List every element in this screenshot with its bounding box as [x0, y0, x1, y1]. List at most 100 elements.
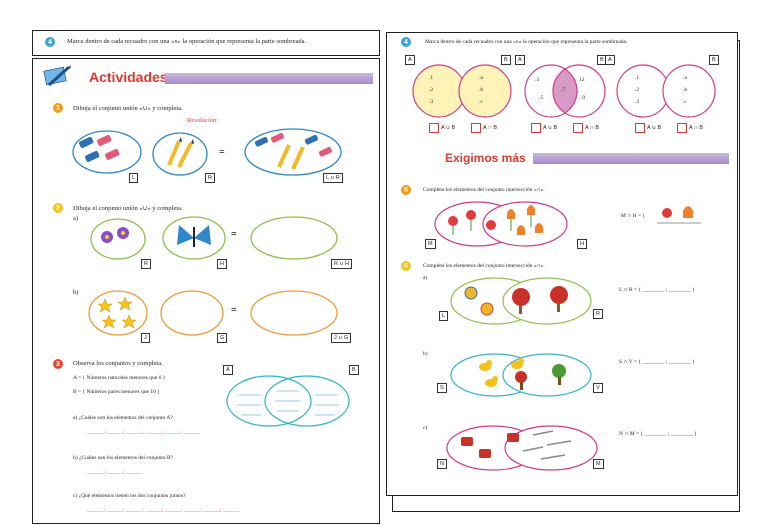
union-jg-venn — [250, 290, 338, 336]
question: b) ¿Cuáles son los elementos del conjunt… — [73, 455, 174, 461]
eraser-icon — [254, 132, 332, 157]
set-label: B — [349, 365, 359, 375]
set-label: L — [129, 173, 139, 183]
option-union[interactable]: A ∪ B — [531, 123, 557, 133]
option-label: A ∩ B — [483, 125, 498, 131]
set-label: L — [439, 311, 449, 321]
option-union[interactable]: A ∪ B — [429, 123, 455, 133]
answer-prompt: M ∩ H = { — [621, 213, 646, 219]
part-label: a) — [423, 275, 428, 281]
venn-diagram-3 — [616, 64, 716, 118]
part-label: b) — [73, 289, 79, 296]
set-element: .1 — [429, 75, 434, 81]
set-label: R — [593, 309, 603, 319]
paddle-icon — [512, 286, 568, 314]
answer-prompt[interactable]: L ∩ R = { ________ ; ________ } — [619, 287, 695, 293]
option-intersection[interactable]: A ∩ B — [677, 123, 703, 133]
checkbox[interactable] — [429, 123, 439, 133]
option-intersection[interactable]: A ∩ B — [573, 123, 599, 133]
set-label: H — [217, 259, 227, 269]
exercise-number: 4 — [45, 37, 55, 47]
exercise-number: 3 — [53, 359, 63, 369]
checkbox[interactable] — [471, 123, 481, 133]
checkbox[interactable] — [531, 123, 541, 133]
right-page: 4 Marca dentro de cada recuadro con una … — [386, 32, 738, 496]
answer-prompt[interactable]: S ∩ V = { ________ ; ________ } — [619, 359, 695, 365]
option-label: A ∪ B — [647, 125, 662, 131]
set-element: .c — [479, 99, 483, 105]
venn-diagram-1 — [412, 64, 512, 118]
pencil-icon — [277, 144, 305, 170]
set-label: J ∪ G — [331, 333, 352, 343]
answer-blanks[interactable]: ______; ______; ______ — [87, 469, 143, 475]
checkbox[interactable] — [635, 123, 645, 133]
option-label: A ∪ B — [441, 125, 456, 131]
star-icon — [97, 296, 137, 329]
exercise-number: 4 — [401, 37, 411, 47]
set-element: .b — [479, 87, 484, 93]
heading-bar — [165, 73, 373, 84]
exercise-instruction: Marca dentro de cada recuadro con una «x… — [425, 39, 628, 45]
set-element: .b — [683, 87, 688, 93]
heading-bar — [533, 153, 729, 164]
answer-prompt[interactable]: N ∩ M = { ________ ; ________ } — [619, 431, 697, 437]
venn-diagram-mh — [434, 201, 568, 247]
eraser-icon — [79, 134, 120, 162]
set-label: A — [605, 55, 615, 65]
part-label: a) — [73, 215, 79, 222]
pencil-icon — [167, 137, 194, 168]
back-sheet-left: 4 Marca dentro de cada recuadro con una … — [32, 30, 380, 56]
answer-figures[interactable] — [657, 203, 701, 225]
butterfly-icon — [177, 225, 211, 247]
exercise-instruction: Completa los elementos del conjunto inte… — [423, 263, 545, 269]
venn-diagram-sv — [450, 353, 592, 397]
set-j-venn — [88, 290, 148, 336]
union-lr-venn — [244, 128, 342, 176]
option-union[interactable]: A ∪ B — [635, 123, 661, 133]
exercise-instruction: Dibuja el conjunto unión «∪» y completa. — [73, 105, 183, 112]
set-h-venn — [162, 216, 226, 260]
tulip-icon — [507, 205, 543, 235]
checkbox[interactable] — [677, 123, 687, 133]
duck-icon — [479, 358, 524, 387]
union-rh-venn — [250, 216, 338, 260]
flower-icon — [448, 210, 496, 230]
exercise-instruction: Observa los conjuntos y completa. — [73, 360, 163, 367]
set-r-venn — [152, 132, 208, 176]
equals-sign: = — [231, 229, 237, 240]
equals-sign: = — [219, 147, 225, 158]
part-label: b) — [423, 351, 428, 357]
set-label: H — [577, 239, 587, 249]
answer-blanks[interactable]: ______; ______; ______; ______; ______; … — [87, 429, 201, 435]
section-heading: Actividades — [89, 69, 168, 85]
set-label: B — [709, 55, 719, 65]
set-definition: B = { Números pares menores que 10 } — [73, 389, 160, 395]
answer-blanks[interactable]: ______; ______; ______; ______; ______; … — [87, 507, 240, 513]
set-element: .2 — [635, 87, 640, 93]
set-label: B — [501, 55, 511, 65]
set-element: .3 — [429, 99, 434, 105]
part-label: c) — [423, 425, 428, 431]
spoon-icon — [522, 430, 572, 460]
left-page: Actividades 1 Dibuja el conjunto unión «… — [32, 58, 380, 524]
set-label: A — [515, 55, 525, 65]
flower-icon — [101, 227, 129, 243]
exercise-number: 5 — [401, 185, 411, 195]
exercise-number: 2 — [53, 203, 63, 213]
set-label: R — [205, 173, 215, 183]
option-intersection[interactable]: A ∩ B — [471, 123, 497, 133]
set-element: .c — [683, 99, 687, 105]
set-label: A — [223, 365, 233, 375]
tree-icon — [515, 364, 566, 390]
set-r-venn — [90, 218, 146, 260]
set-definition: A = { Números naturales menores que 6 } — [73, 375, 166, 381]
set-label: M — [425, 239, 436, 249]
set-label: M — [593, 459, 604, 469]
option-label: A ∩ B — [689, 125, 704, 131]
venn-diagram-2 — [524, 64, 606, 118]
set-element: .3 — [535, 77, 540, 83]
exercise-instruction: Dibuja el conjunto unión «∪» y completa. — [73, 205, 183, 212]
set-label: R ∪ H — [331, 259, 353, 269]
set-element: .9 — [581, 95, 586, 101]
checkbox[interactable] — [573, 123, 583, 133]
